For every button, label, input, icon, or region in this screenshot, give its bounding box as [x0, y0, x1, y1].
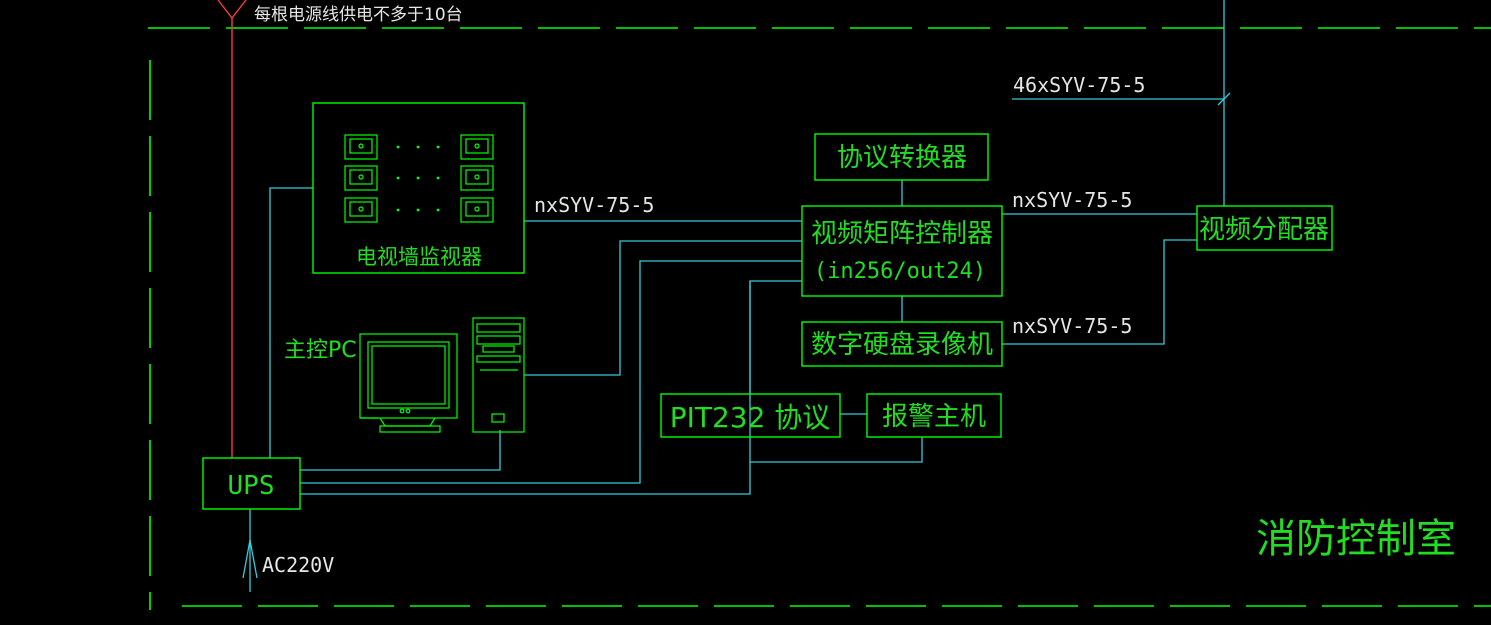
pit232-box: [660, 393, 841, 438]
device-boxes: [202, 102, 1333, 510]
protocol-converter-label: 协议转换器: [837, 143, 967, 173]
matrix-box: [801, 205, 1003, 297]
pc-computer-icon: [359, 317, 525, 433]
alarm-host-label: 报警主机: [882, 402, 986, 432]
tv-monitor-icons: [344, 134, 494, 223]
ac-input-arrow: [242, 509, 258, 592]
ac-input-label: AC220V: [262, 553, 334, 577]
cable-wall-label: nxSYV-75-5: [534, 193, 654, 217]
cable-dvr-dist-label: nxSYV-75-5: [1012, 314, 1132, 338]
protocol-converter-box: [814, 133, 989, 181]
matrix-label-line2: (in256/out24): [814, 259, 986, 284]
power-line: [217, 0, 247, 458]
tv-wall-box: [312, 102, 525, 274]
distributor-box: [1196, 205, 1333, 251]
power-note-label: 每根电源线供电不多于10台: [254, 5, 463, 25]
alarm-host-box: [866, 393, 1002, 438]
ups-label: UPS: [228, 471, 275, 501]
distributor-label: 视频分配器: [1199, 215, 1329, 245]
ups-box: [202, 457, 301, 510]
pit232-label: PIT232 协议: [670, 401, 831, 434]
room-label: 消防控制室: [1256, 516, 1456, 562]
matrix-label-line1: 视频矩阵控制器: [811, 219, 993, 249]
dvr-box: [801, 321, 1003, 367]
cable-lines: [269, 0, 1231, 495]
main-pc-label: 主控PC: [284, 338, 357, 363]
tv-wall-label: 电视墙监视器: [356, 245, 482, 269]
dvr-label: 数字硬盘录像机: [811, 330, 993, 360]
cable-matrix-dist-label: nxSYV-75-5: [1012, 188, 1132, 212]
room-boundary: [148, 27, 1491, 610]
tv-wall-dots: [396, 145, 440, 212]
labels: 每根电源线供电不多于10台 46xSYV-75-5 nxSYV-75-5 nxS…: [228, 5, 1456, 577]
cable-46-label: 46xSYV-75-5: [1013, 73, 1145, 97]
